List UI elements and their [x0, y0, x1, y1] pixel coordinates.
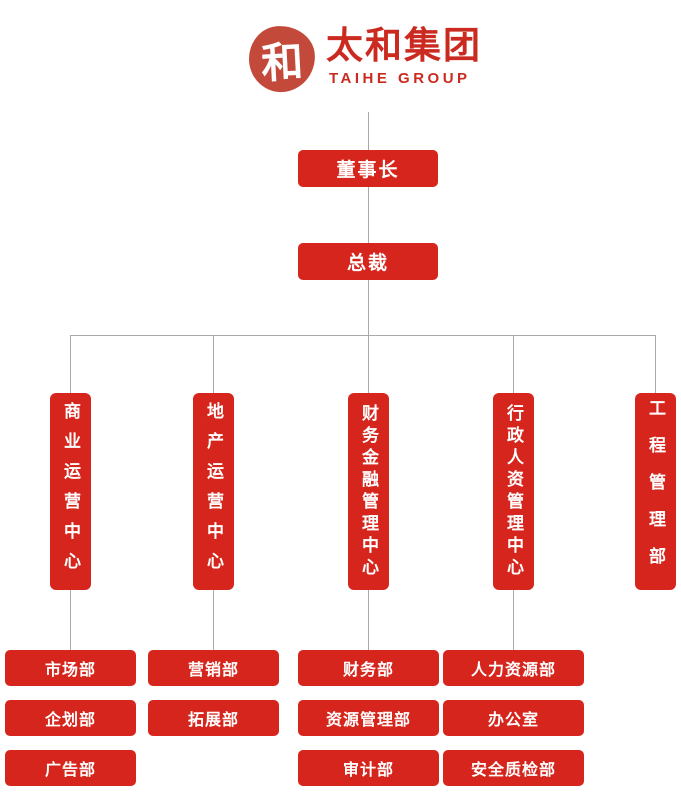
node-dept-finance: 财务部 — [298, 650, 439, 686]
connector-line — [213, 335, 214, 393]
node-dept-hr: 人力资源部 — [443, 650, 584, 686]
connector-line — [213, 590, 214, 650]
connector-line — [513, 590, 514, 650]
connector-line — [655, 335, 656, 393]
node-dept-office: 办公室 — [443, 700, 584, 736]
connector-line — [70, 335, 71, 393]
node-dept-sales: 营销部 — [148, 650, 279, 686]
node-center-finance: 财务金融管理中心 — [348, 393, 389, 590]
seal-character: 和 — [259, 36, 305, 88]
connector-line — [368, 335, 369, 393]
node-dept-market: 市场部 — [5, 650, 136, 686]
connector-line — [70, 590, 71, 650]
node-label: 财务金融管理中心 — [359, 403, 378, 580]
node-dept-safety-qa: 安全质检部 — [443, 750, 584, 786]
node-label: 工程管理部 — [646, 399, 665, 584]
node-president: 总裁 — [298, 243, 438, 280]
connector-line — [368, 187, 369, 243]
node-center-admin-hr: 行政人资管理中心 — [493, 393, 534, 590]
node-dept-advertising: 广告部 — [5, 750, 136, 786]
brand-name-en: TAIHE GROUP — [329, 70, 471, 87]
node-chairman: 董事长 — [298, 150, 438, 187]
node-center-realestate-ops: 地产运营中心 — [193, 393, 234, 590]
node-label: 行政人资管理中心 — [504, 403, 523, 580]
node-engineering-dept: 工程管理部 — [635, 393, 676, 590]
brand-seal-icon: 和 — [247, 24, 317, 94]
node-center-business-ops: 商业运营中心 — [50, 393, 91, 590]
node-dept-audit: 审计部 — [298, 750, 439, 786]
node-dept-planning: 企划部 — [5, 700, 136, 736]
node-dept-resource-mgmt: 资源管理部 — [298, 700, 439, 736]
node-label: 地产运营中心 — [204, 401, 223, 582]
connector-line — [70, 335, 656, 336]
brand-name-cn: 太和集团 — [326, 25, 482, 66]
node-dept-expansion: 拓展部 — [148, 700, 279, 736]
connector-line — [368, 280, 369, 335]
connector-line — [513, 335, 514, 393]
node-label: 商业运营中心 — [61, 401, 80, 582]
connector-line — [368, 590, 369, 650]
connector-line — [368, 112, 369, 150]
